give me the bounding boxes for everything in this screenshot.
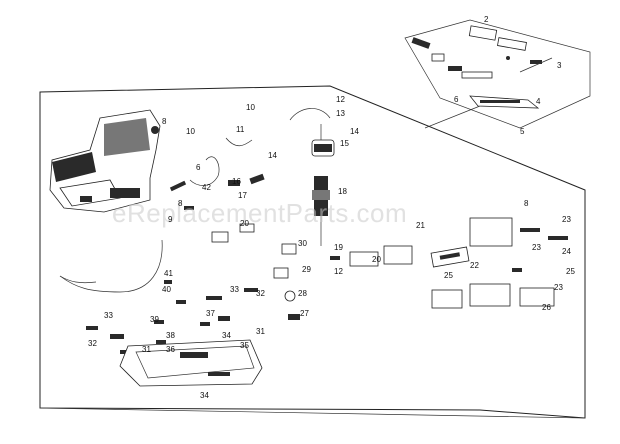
callout-34: 34 <box>222 331 231 340</box>
callout-41: 41 <box>164 269 173 278</box>
callout-29: 29 <box>302 265 311 274</box>
leader-to-inset <box>424 105 481 129</box>
callout-22: 22 <box>470 261 479 270</box>
base-shoe <box>119 339 263 387</box>
callout-20: 20 <box>372 255 381 264</box>
callout-5: 5 <box>520 127 525 136</box>
callout-11: 11 <box>236 125 245 134</box>
wiring <box>59 108 331 293</box>
plate-bottom-edge <box>39 407 586 419</box>
callout-42: 42 <box>202 183 211 192</box>
callout-34: 34 <box>200 391 209 400</box>
callout-33: 33 <box>104 311 113 320</box>
callout-24: 24 <box>562 247 571 256</box>
callout-36: 36 <box>166 345 175 354</box>
small-parts <box>86 173 568 354</box>
callout-8: 8 <box>162 117 167 126</box>
watermark-text: eReplacementParts.com <box>112 198 407 228</box>
callout-12: 12 <box>336 95 345 104</box>
motor-housing <box>49 109 161 213</box>
callout-23: 23 <box>554 283 563 292</box>
callout-32: 32 <box>88 339 97 348</box>
callout-4: 4 <box>536 97 541 106</box>
callout-27: 27 <box>300 309 309 318</box>
callout-15: 15 <box>340 139 349 148</box>
callout-10: 10 <box>186 127 195 136</box>
callout-12: 12 <box>334 267 343 276</box>
callout-14: 14 <box>350 127 359 136</box>
callout-37: 37 <box>206 309 215 318</box>
inset-assembly <box>411 25 553 109</box>
callout-25: 25 <box>566 267 575 276</box>
callout-23: 23 <box>532 243 541 252</box>
callout-8: 8 <box>524 199 529 208</box>
callout-3: 3 <box>557 61 562 70</box>
callout-6: 6 <box>196 163 201 172</box>
callout-9: 9 <box>168 215 173 224</box>
callout-21: 21 <box>416 221 425 230</box>
callout-31: 31 <box>256 327 265 336</box>
callout-23: 23 <box>562 215 571 224</box>
callout-38: 38 <box>166 331 175 340</box>
inset-plate-outline <box>404 19 591 129</box>
callout-32: 32 <box>256 289 265 298</box>
callout-40: 40 <box>162 285 171 294</box>
callout-19: 19 <box>334 243 343 252</box>
callout-8: 8 <box>178 199 183 208</box>
callout-26: 26 <box>542 303 551 312</box>
callout-35: 35 <box>240 341 249 350</box>
callout-25: 25 <box>444 271 453 280</box>
callout-20: 20 <box>240 219 249 228</box>
armature <box>311 124 335 246</box>
callout-17: 17 <box>238 191 247 200</box>
callout-14: 14 <box>268 151 277 160</box>
callout-2: 2 <box>484 15 489 24</box>
callout-10: 10 <box>246 103 255 112</box>
callout-31: 31 <box>142 345 151 354</box>
callout-6: 6 <box>454 95 459 104</box>
callout-33: 33 <box>230 285 239 294</box>
callout-30: 30 <box>298 239 307 248</box>
callout-18: 18 <box>338 187 347 196</box>
callout-16: 16 <box>232 177 241 186</box>
callout-39: 39 <box>150 315 159 324</box>
callout-28: 28 <box>298 289 307 298</box>
callout-13: 13 <box>336 109 345 118</box>
callout-labels: 2 3 4 5 6 8 10 10 11 12 13 14 14 15 16 1… <box>88 15 575 400</box>
